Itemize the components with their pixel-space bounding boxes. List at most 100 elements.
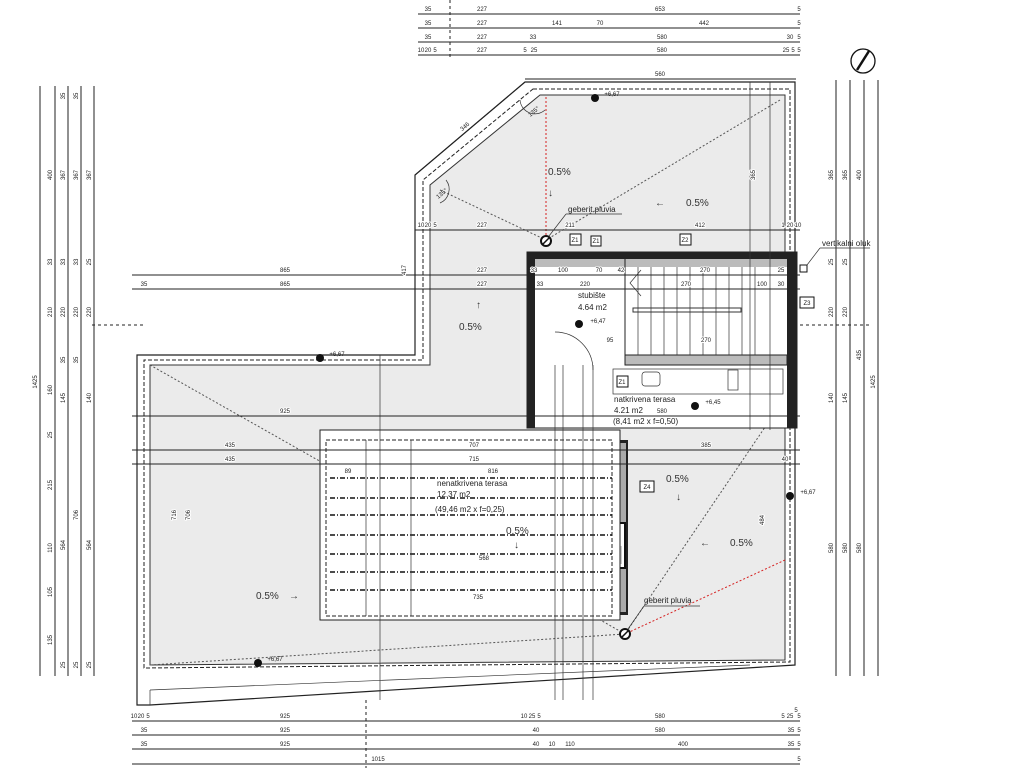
dim-label: 140 xyxy=(829,392,835,403)
ridge-line xyxy=(439,189,547,241)
dim-label: 580 xyxy=(657,409,668,415)
dim-label: 400 xyxy=(678,742,689,748)
dim-label: 5 xyxy=(797,7,801,13)
marker-label: Z1 xyxy=(618,380,626,386)
dim-label: 435 xyxy=(225,457,236,463)
dim-label: 227 xyxy=(477,282,488,288)
dim-label: 25 xyxy=(829,258,835,265)
elevation-marker: +6,47 xyxy=(575,319,606,328)
dim-label: 30 xyxy=(778,282,785,288)
dim-label: 25 xyxy=(843,258,849,265)
dim-label: 100 xyxy=(558,268,569,274)
dim-label: 568 xyxy=(479,556,490,562)
dim-label: 210 xyxy=(48,306,54,317)
dim-label: 220 xyxy=(87,306,93,317)
svg-text:+6,67: +6,67 xyxy=(800,490,816,496)
room-calc-open-terrace: (49,46 m2 x f=0,25) xyxy=(435,505,505,514)
elevation-marker: +6,67 xyxy=(591,92,620,102)
dim-label: 716 xyxy=(172,509,178,520)
elevation-marker: +6,67 xyxy=(254,657,283,667)
dim-label: 865 xyxy=(280,282,291,288)
dim-label: 40 xyxy=(782,457,789,463)
dim-label: 227 xyxy=(477,7,488,13)
bottom-dimension-chains: 10 20 5 925 10 25 5 580 5 25 5 5 35 925 … xyxy=(131,708,801,765)
dim-label: 564 xyxy=(61,539,67,550)
dim-label: 400 xyxy=(857,169,863,180)
dim-label: 33 xyxy=(48,258,54,265)
dim-label: 35 xyxy=(425,21,432,27)
sink-icon xyxy=(641,371,661,387)
dim-label: 435 xyxy=(225,443,236,449)
detail-markers: Z1 Z2 Z3 Z4 Z1 Z1 xyxy=(569,233,815,493)
dim-label: 35 xyxy=(74,92,80,99)
marker-label: Z2 xyxy=(681,238,689,244)
ridge-line xyxy=(149,633,626,666)
dim-label: 715 xyxy=(469,457,480,463)
dim-label: 20 xyxy=(138,714,145,720)
dim-label: 10 xyxy=(418,48,425,54)
dim-label: 70 xyxy=(596,268,603,274)
dim-label: 5 xyxy=(797,742,801,748)
dim-label: 5 xyxy=(433,223,437,229)
dim-label: 220 xyxy=(74,306,80,317)
dim-label: 367 xyxy=(74,169,80,180)
staircase-block xyxy=(526,251,798,429)
dim-label: 5 xyxy=(146,714,150,720)
slope-arrow-icon: ↓ xyxy=(514,540,519,551)
dim-label: 653 xyxy=(655,7,666,13)
dim-label: 707 xyxy=(469,443,480,449)
dim-label: 227 xyxy=(477,35,488,41)
dim-label: 5 xyxy=(797,48,801,54)
dim-label: 925 xyxy=(280,728,291,734)
slope-arrow-icon: ↓ xyxy=(676,492,681,503)
elevation-marker: +6,67 xyxy=(786,490,816,500)
dim-label: 367 xyxy=(87,169,93,180)
marker-label: Z4 xyxy=(643,485,651,491)
dim-label: 580 xyxy=(657,48,668,54)
north-arrow-icon xyxy=(850,48,876,74)
angle-arc xyxy=(439,179,450,204)
dim-label: 5 xyxy=(797,728,801,734)
dim-label: 5 xyxy=(797,757,801,763)
dim-label: 35 xyxy=(141,742,148,748)
drain-label: geberit pluvia xyxy=(568,205,616,214)
dim-label: 211 xyxy=(565,223,575,229)
dim-label: 365 xyxy=(751,169,757,180)
svg-text:+6,67: +6,67 xyxy=(604,92,620,98)
dim-label: 25 xyxy=(48,431,54,438)
dim-label: 25 xyxy=(529,714,536,720)
slope-annotations: 0.5% ↓ 0.5% ← ↑ 0.5% 0.5% ↓ 0.5% ↓ 0.5% … xyxy=(256,167,753,602)
dim-label: 135 xyxy=(48,634,54,645)
downpipe-label: vertikalni oluk xyxy=(822,239,871,248)
slope-value: 0.5% xyxy=(548,167,571,178)
dim-label: 270 xyxy=(701,338,712,344)
dim-label: 365 xyxy=(829,169,835,180)
dim-label: 5 xyxy=(791,48,795,54)
dim-label: 5 xyxy=(537,714,541,720)
slope-arrow-icon: → xyxy=(289,591,299,602)
drain-top: geberit pluvia xyxy=(540,205,622,247)
dim-label: 35 xyxy=(425,35,432,41)
dim-label: 580 xyxy=(857,542,863,553)
kitchenette xyxy=(612,368,784,395)
downpipe-callout: vertikalni oluk xyxy=(799,239,871,273)
slope-value: 0.5% xyxy=(666,474,689,485)
dim-label: 20 xyxy=(425,223,432,229)
slope-arrow-icon: ← xyxy=(655,198,665,209)
dim-label: 400 xyxy=(48,169,54,180)
elevation-marker: +6,45 xyxy=(691,400,721,410)
dim-label: 925 xyxy=(280,714,291,720)
drain-bottom: geberit pluvia xyxy=(619,596,700,640)
dim-label: 365 xyxy=(843,169,849,180)
dim-label: 580 xyxy=(657,35,668,41)
dim-label: 925 xyxy=(280,742,291,748)
dim-label: 735 xyxy=(473,595,484,601)
dim-label: 385 xyxy=(701,443,712,449)
dim-label: 160 xyxy=(48,384,54,395)
dim-label: 35 xyxy=(788,728,795,734)
dim-label: 40 xyxy=(533,728,540,734)
marker-label: Z3 xyxy=(803,301,811,307)
marker-label: Z1 xyxy=(571,238,579,244)
top-dimension-chains: 35 227 653 5 35 227 141 70 442 5 35 227 … xyxy=(418,7,801,80)
